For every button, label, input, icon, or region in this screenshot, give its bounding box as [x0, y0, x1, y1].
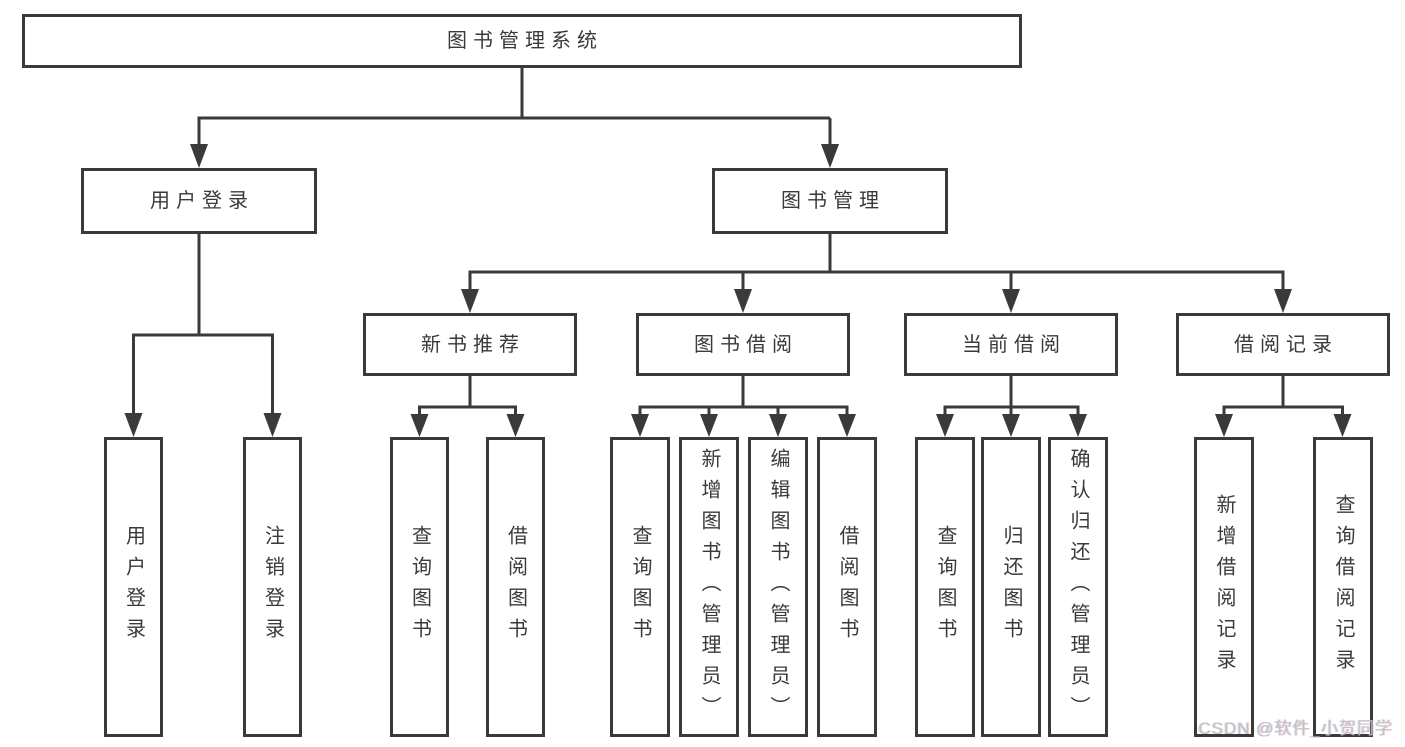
- node-label: 借阅图书: [836, 525, 858, 649]
- connector-borrow-records-to-leaves: [1215, 376, 1352, 437]
- node-label: 借阅记录: [1234, 333, 1338, 356]
- node-current-borrow: 当前借阅: [904, 313, 1118, 376]
- connector-book-management-to-level3: [461, 234, 1292, 313]
- node-label: 注销登录: [261, 525, 284, 649]
- node-label: 编辑图书（管理员）: [767, 447, 789, 727]
- node-label: 查询借阅记录: [1332, 494, 1354, 680]
- leaf-return-books: 归还图书: [981, 437, 1041, 737]
- node-label: 借阅图书: [504, 525, 527, 649]
- node-borrow-records: 借阅记录: [1176, 313, 1390, 376]
- node-label: 新增图书（管理员）: [698, 447, 720, 727]
- node-label: 归还图书: [1000, 525, 1022, 649]
- connector-user-login-to-leaves: [124, 234, 282, 437]
- node-book-borrow: 图书借阅: [636, 313, 850, 376]
- node-label: 用户登录: [122, 525, 145, 649]
- node-label: 新书推荐: [421, 333, 525, 356]
- node-label: 查询图书: [629, 525, 651, 649]
- node-label: 查询图书: [408, 525, 431, 649]
- node-library-management-system: 图书管理系统: [22, 14, 1022, 68]
- node-label: 用户登录: [150, 190, 254, 212]
- leaf-query-books-borrow: 查询图书: [610, 437, 670, 737]
- csdn-watermark: CSDN @软件_小贺同学: [1198, 719, 1393, 738]
- connector-new-book-recommend-to-leaves: [410, 376, 525, 437]
- node-label: 确认归还（管理员）: [1067, 447, 1089, 727]
- node-user-login: 用户登录: [81, 168, 317, 234]
- connector-root-to-level2: [190, 68, 839, 168]
- leaf-add-books-admin: 新增图书（管理员）: [679, 437, 739, 737]
- connector-current-borrow-to-leaves: [936, 376, 1087, 437]
- node-label: 图书管理系统: [447, 30, 603, 52]
- node-book-management: 图书管理: [712, 168, 948, 234]
- leaf-confirm-return-admin: 确认归还（管理员）: [1048, 437, 1108, 737]
- leaf-user-login: 用户登录: [104, 437, 163, 737]
- node-label: 新增借阅记录: [1213, 494, 1235, 680]
- leaf-query-books-recommend: 查询图书: [390, 437, 449, 737]
- leaf-query-books-current: 查询图书: [915, 437, 975, 737]
- node-label: 图书管理: [781, 190, 885, 212]
- leaf-logout: 注销登录: [243, 437, 302, 737]
- leaf-borrow-books-recommend: 借阅图书: [486, 437, 545, 737]
- leaf-edit-books-admin: 编辑图书（管理员）: [748, 437, 808, 737]
- leaf-query-borrow-record: 查询借阅记录: [1313, 437, 1373, 737]
- node-label: 当前借阅: [962, 333, 1066, 356]
- leaf-add-borrow-record: 新增借阅记录: [1194, 437, 1254, 737]
- connector-book-borrow-to-leaves: [631, 376, 856, 437]
- node-label: 图书借阅: [694, 333, 798, 356]
- leaf-borrow-books: 借阅图书: [817, 437, 877, 737]
- node-label: 查询图书: [934, 525, 956, 649]
- node-new-book-recommend: 新书推荐: [363, 313, 577, 376]
